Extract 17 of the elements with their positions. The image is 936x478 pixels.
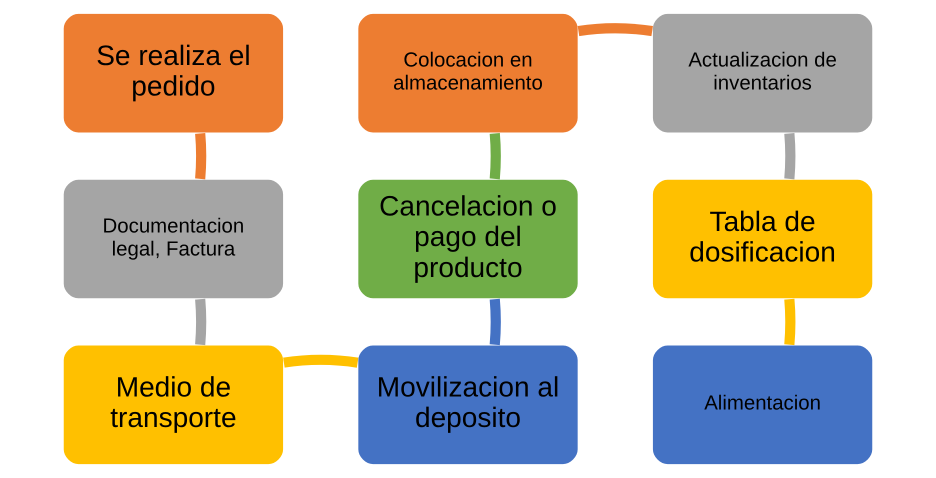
node-box: Alimentacion xyxy=(652,344,874,466)
node-box: Cancelacion o pago del producto xyxy=(357,178,579,300)
connector xyxy=(195,298,206,346)
connector xyxy=(784,133,796,180)
connector xyxy=(490,298,501,346)
connector xyxy=(490,133,501,180)
node-box: Movilizacion al deposito xyxy=(357,344,579,466)
node-box: Tabla de dosificacion xyxy=(652,178,874,300)
connector xyxy=(578,23,653,36)
connector xyxy=(784,298,796,346)
node-box: Se realiza el pedido xyxy=(62,12,284,134)
node-box: Colocacion en almacenamiento xyxy=(357,12,579,134)
connector xyxy=(195,133,206,180)
node-box: Actualizacion de inventarios xyxy=(652,12,874,134)
node-box: Medio de transporte xyxy=(62,344,284,466)
connector xyxy=(283,354,358,368)
node-box: Documentacion legal, Factura xyxy=(62,178,284,300)
